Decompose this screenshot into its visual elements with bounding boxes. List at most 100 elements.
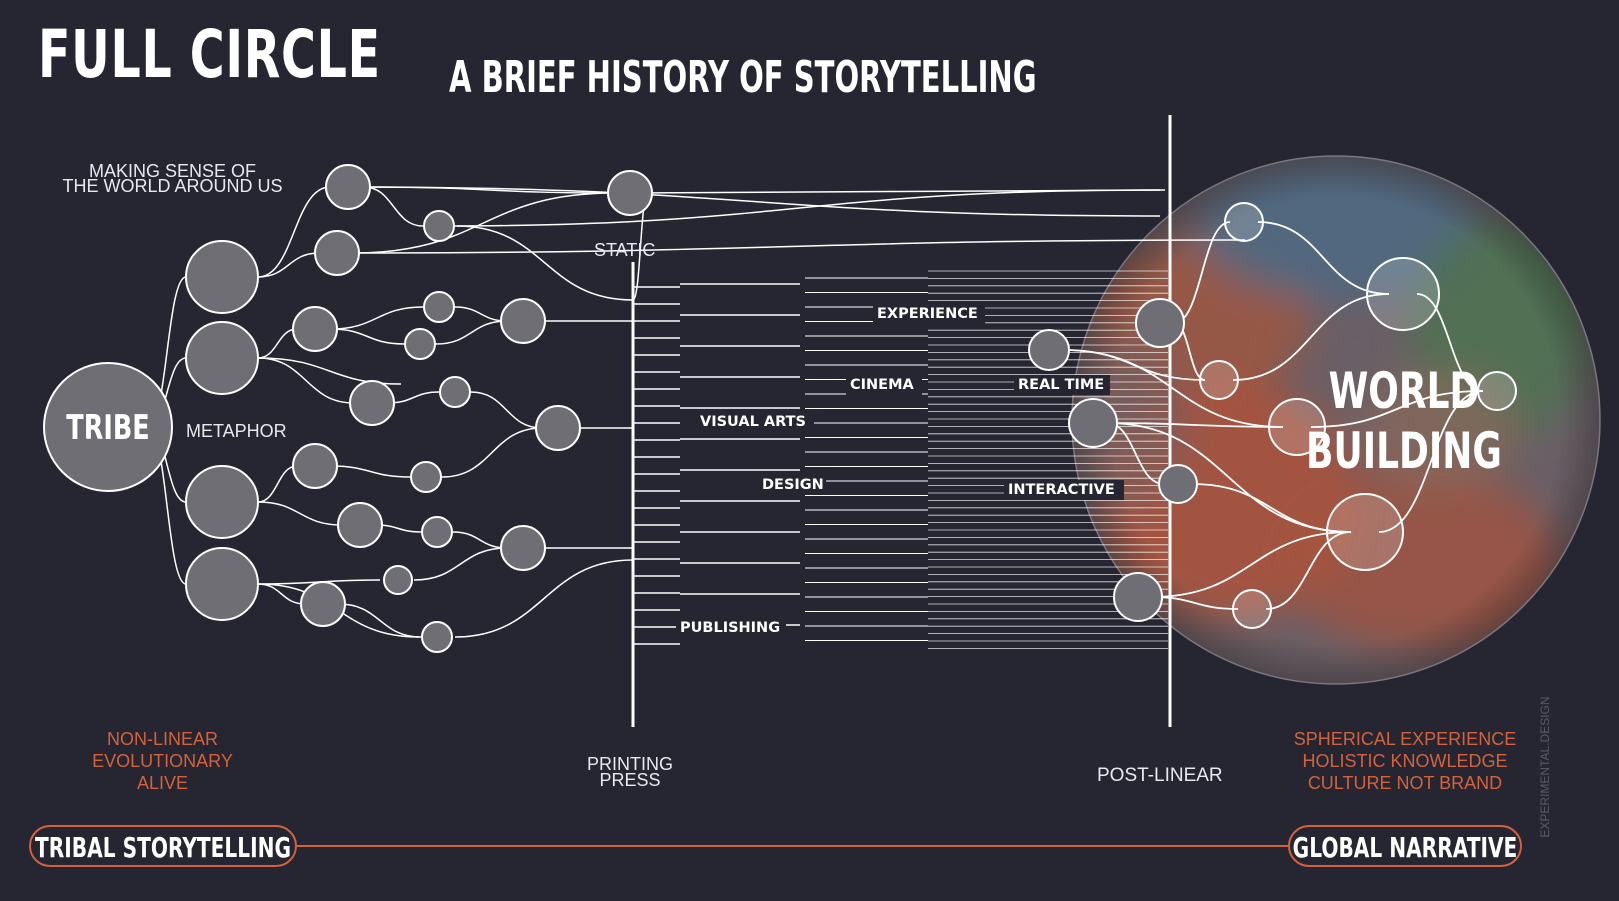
branch-line bbox=[257, 501, 343, 526]
experience-label: EXPERIENCE bbox=[877, 306, 978, 322]
story-node bbox=[292, 443, 338, 489]
publishing-label: PUBLISHING bbox=[680, 620, 780, 636]
story-node bbox=[535, 405, 581, 451]
world-link-line bbox=[1151, 531, 1352, 598]
metaphor-label: METAPHOR bbox=[186, 421, 287, 441]
branch-line bbox=[257, 252, 320, 278]
post-linear-node bbox=[1158, 464, 1198, 504]
world-link-line bbox=[1378, 390, 1484, 533]
branch-line bbox=[363, 186, 424, 227]
world-link-line bbox=[1106, 422, 1284, 428]
diagram-network: TRIBE VISUAL ARTS EXPERIENCE CINEMA DESIGN RE… bbox=[29, 115, 1522, 867]
story-node bbox=[404, 328, 436, 360]
story-node bbox=[607, 170, 653, 216]
story-node bbox=[423, 291, 455, 323]
level1-node bbox=[185, 240, 259, 314]
cinema-label-bg bbox=[846, 375, 922, 395]
branch-line bbox=[330, 465, 411, 478]
world-node bbox=[1477, 371, 1517, 411]
story-node bbox=[292, 306, 338, 352]
interactive-label-bg bbox=[1004, 480, 1124, 500]
design-label: DESIGN bbox=[762, 477, 824, 493]
press-link-line bbox=[454, 559, 634, 638]
story-node bbox=[300, 581, 346, 627]
level1-node bbox=[185, 465, 259, 539]
story-node bbox=[325, 164, 371, 210]
branch-line bbox=[330, 306, 424, 330]
global-narrative-pill bbox=[1288, 825, 1522, 867]
story-node bbox=[500, 298, 546, 344]
design-label-bg bbox=[758, 475, 826, 495]
post-linear-node bbox=[1028, 329, 1070, 371]
interactive-label: INTERACTIVE bbox=[1008, 482, 1115, 498]
branch-line bbox=[441, 427, 543, 478]
story-node bbox=[383, 565, 413, 595]
story-node bbox=[421, 516, 453, 548]
world-node bbox=[1366, 257, 1440, 331]
tribal-storytelling-label: TRIBAL STORYTELLING bbox=[35, 831, 291, 864]
long-arc-line bbox=[438, 189, 1161, 227]
story-node bbox=[349, 380, 395, 426]
story-node bbox=[314, 230, 360, 276]
long-arc-line bbox=[347, 186, 1161, 217]
branch-line bbox=[257, 186, 331, 278]
world-link-line bbox=[1310, 390, 1484, 428]
right-traits: SPHERICAL EXPERIENCE HOLISTIC KNOWLEDGE … bbox=[1293, 729, 1517, 793]
story-node bbox=[439, 376, 471, 408]
post-linear-node bbox=[1135, 298, 1185, 348]
page-subtitle: A BRIEF HISTORY OF STORYTELLING bbox=[449, 52, 1037, 103]
watermark: EXPERIMENTAL.DESIGN bbox=[1538, 696, 1552, 838]
branch-line bbox=[352, 192, 615, 254]
world-link-line bbox=[1062, 349, 1284, 428]
page-title: FULL CIRCLE bbox=[38, 16, 381, 93]
world-building-label: BUILDING bbox=[1306, 423, 1502, 480]
tribe-node bbox=[43, 362, 173, 492]
level1-node bbox=[185, 321, 259, 395]
story-node bbox=[423, 210, 455, 242]
story-node bbox=[337, 502, 383, 548]
branch-line bbox=[454, 306, 508, 322]
press-link-line bbox=[456, 225, 634, 301]
story-node bbox=[500, 525, 546, 571]
world-node bbox=[1268, 398, 1326, 456]
story-node bbox=[421, 621, 453, 653]
real-time-label: REAL TIME bbox=[1018, 377, 1104, 393]
branch-line bbox=[387, 391, 440, 404]
branch-line bbox=[330, 328, 405, 345]
publishing-label-bg bbox=[676, 618, 786, 638]
world-link-line bbox=[1232, 293, 1390, 381]
static-label: STATIC bbox=[594, 240, 656, 260]
world-node bbox=[1199, 360, 1239, 400]
branch-line bbox=[257, 465, 298, 503]
visual-arts-label: VISUAL ARTS bbox=[700, 414, 806, 430]
tribe-label: TRIBE bbox=[66, 408, 149, 448]
long-arc-line bbox=[336, 239, 1246, 254]
world-node bbox=[1224, 202, 1264, 242]
real-time-label-bg bbox=[1014, 375, 1110, 395]
branch-line bbox=[470, 391, 543, 429]
experience-label-bg bbox=[873, 304, 985, 324]
global-narrative-label: GLOBAL NARRATIVE bbox=[1293, 831, 1518, 864]
branch-line bbox=[257, 583, 306, 605]
story-node bbox=[410, 461, 442, 493]
visual-arts-label-bg bbox=[696, 412, 814, 432]
tribal-storytelling-pill bbox=[29, 825, 297, 867]
branch-line bbox=[452, 531, 508, 549]
world-node bbox=[1232, 589, 1272, 629]
branch-line bbox=[435, 320, 508, 345]
making-sense-label: MAKING SENSE OF THE WORLD AROUND US bbox=[62, 161, 283, 196]
world-link-line bbox=[1416, 293, 1484, 392]
cinema-label: CINEMA bbox=[850, 377, 915, 393]
post-linear-node bbox=[1068, 398, 1118, 448]
branch-line bbox=[257, 328, 298, 359]
post-linear-node bbox=[1113, 572, 1163, 622]
branch-line bbox=[413, 547, 508, 581]
branch-line bbox=[257, 357, 355, 404]
printing-press-label: PRINTING PRESS bbox=[586, 754, 673, 790]
world-building-label: WORLD bbox=[1329, 363, 1480, 420]
world-link-line bbox=[1191, 483, 1352, 533]
level1-node bbox=[185, 547, 259, 621]
world-link-line bbox=[1265, 531, 1352, 610]
post-linear-label: POST-LINEAR bbox=[1097, 765, 1223, 786]
